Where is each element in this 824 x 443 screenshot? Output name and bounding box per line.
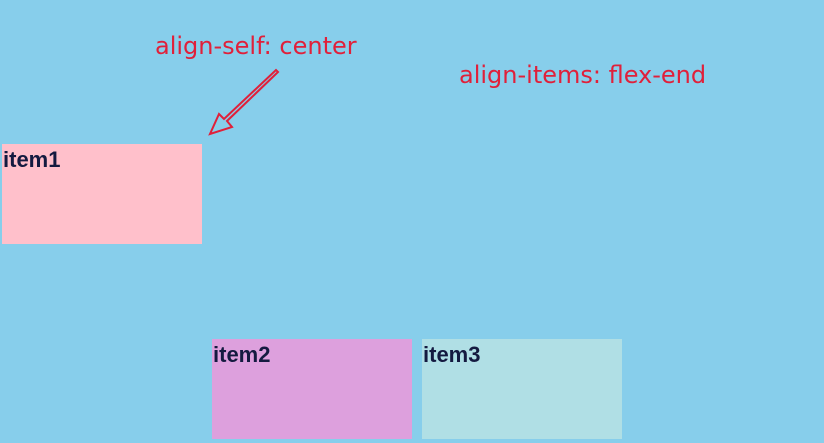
align-items-annotation: align-items: flex-end xyxy=(459,61,707,89)
align-self-annotation: align-self: center xyxy=(155,32,357,60)
flex-item-3: item3 xyxy=(422,339,622,439)
annotation-arrow-icon xyxy=(208,68,280,136)
flex-item-2: item2 xyxy=(212,339,412,439)
flex-item-1: item1 xyxy=(2,144,202,244)
